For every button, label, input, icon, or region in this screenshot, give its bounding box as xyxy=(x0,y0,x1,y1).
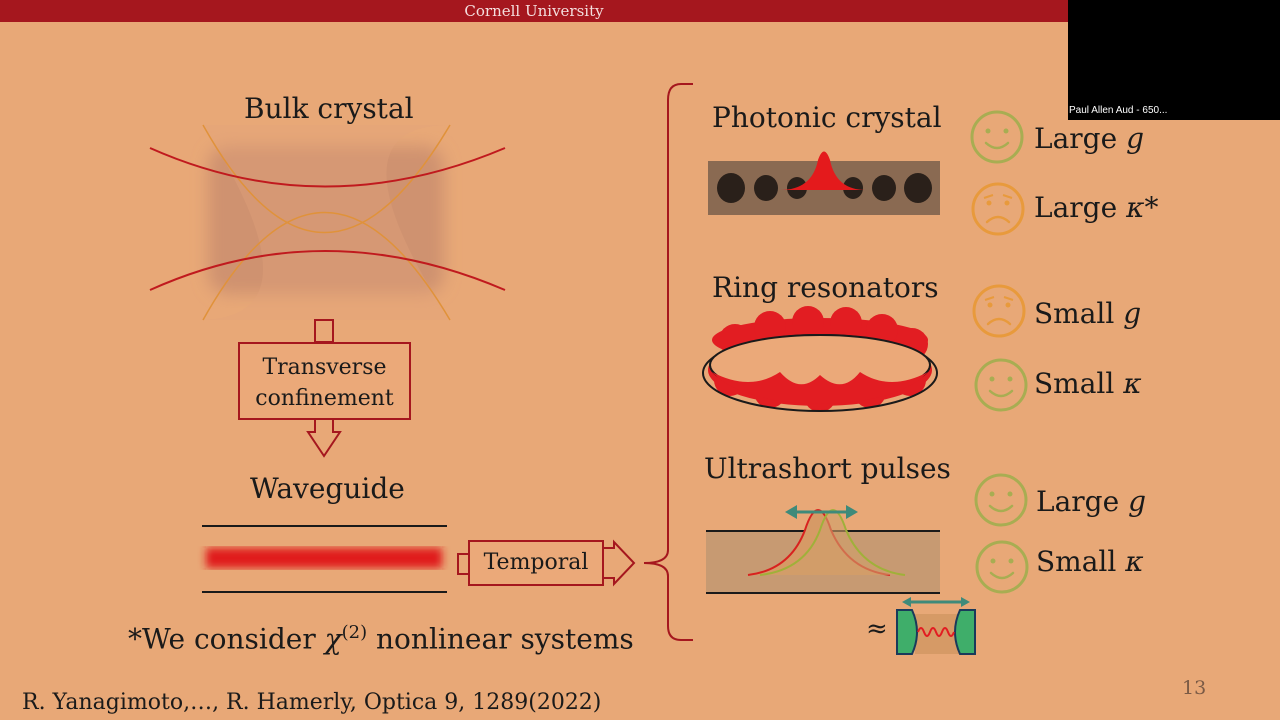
footnote: *We consider χ(2) nonlinear systems xyxy=(128,622,634,656)
sad-face-icon xyxy=(972,284,1026,338)
waveguide-beam xyxy=(206,548,442,568)
transverse-line2: confinement xyxy=(255,386,394,411)
temporal-arrow-head xyxy=(604,539,636,587)
photonic-mode-peak xyxy=(780,151,866,190)
ring-resonator xyxy=(702,306,938,412)
photonic-holes xyxy=(717,173,932,203)
bulk-crystal-title: Bulk crystal xyxy=(244,92,414,125)
approx-symbol: ≈ xyxy=(866,614,888,644)
ring-resonators-title: Ring resonators xyxy=(712,271,939,304)
bulk-orange-curve-top xyxy=(202,124,451,234)
rating-label-6: Small κ xyxy=(1036,545,1144,578)
rating-faces xyxy=(970,110,1029,594)
page-number: 13 xyxy=(1182,677,1207,699)
arrow-shaft xyxy=(314,319,334,343)
happy-face-icon xyxy=(974,358,1028,412)
pulse-double-arrow xyxy=(785,505,858,519)
bulk-red-curve-bottom xyxy=(149,250,506,291)
ultrashort-pulses-title: Ultrashort pulses xyxy=(704,452,951,485)
happy-face-icon xyxy=(975,540,1029,594)
arrow-down xyxy=(306,420,342,458)
bulk-beam-cone xyxy=(203,125,450,320)
rating-label-4: Small κ xyxy=(1034,367,1142,400)
cavity-icon xyxy=(896,597,976,655)
bulk-orange-curve-bottom xyxy=(202,211,451,321)
photonic-crystal-title: Photonic crystal xyxy=(712,101,942,134)
bulk-red-curve-top xyxy=(149,147,506,188)
citation: R. Yanagimoto,…, R. Hamerly, Optica 9, 1… xyxy=(22,690,602,715)
happy-face-icon xyxy=(974,473,1028,527)
rating-label-5: Large g xyxy=(1036,485,1147,518)
happy-face-icon xyxy=(970,110,1024,164)
institution-header: Cornell University xyxy=(0,0,1068,22)
webcam-tile[interactable]: Paul Allen Aud - 650... xyxy=(1068,0,1280,120)
pulse-green xyxy=(759,509,906,576)
temporal-box: Temporal xyxy=(468,540,604,586)
participant-name-label: Paul Allen Aud - 650... xyxy=(1069,105,1168,116)
transverse-line1: Transverse xyxy=(262,355,387,380)
transverse-confinement-box: Transverse confinement xyxy=(238,342,411,420)
rating-label-3: Small g xyxy=(1034,297,1142,330)
waveguide-title: Waveguide xyxy=(250,472,405,505)
rating-label-2: Large κ* xyxy=(1034,191,1159,224)
rating-label-1: Large g xyxy=(1034,122,1145,155)
sad-face-icon xyxy=(971,182,1025,236)
right-brace xyxy=(643,83,693,641)
